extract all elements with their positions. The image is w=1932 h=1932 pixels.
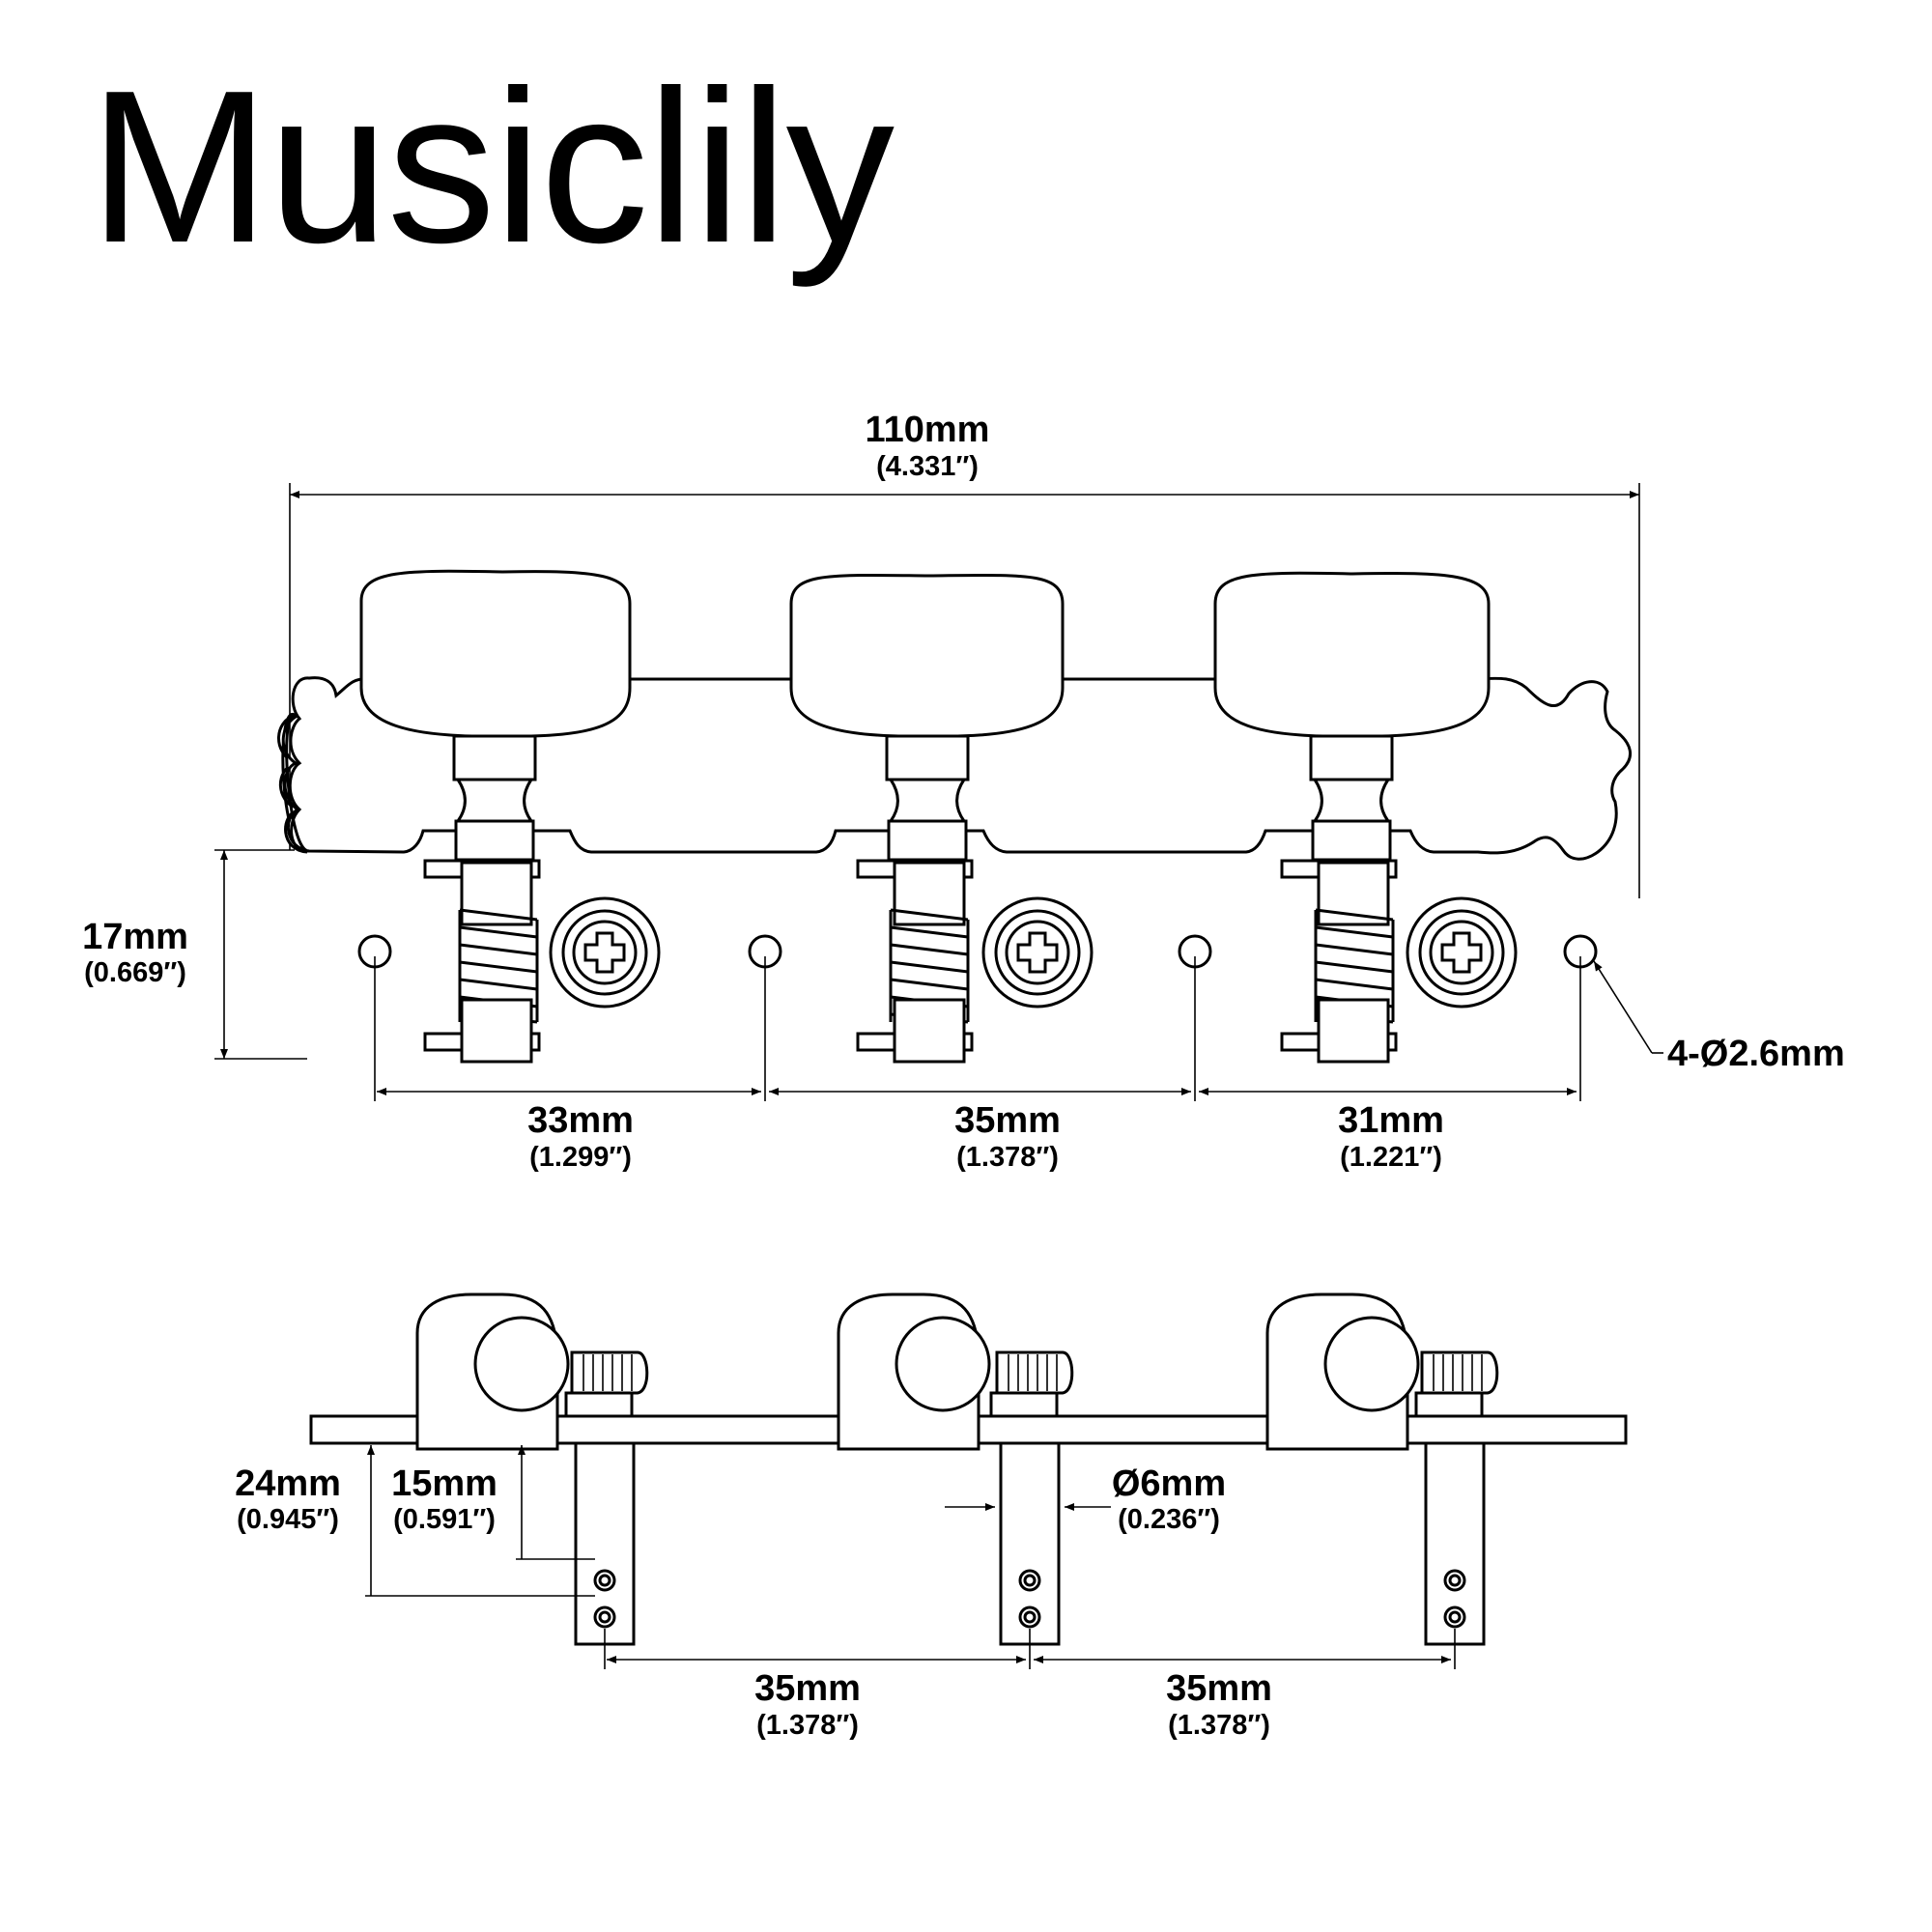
hole-spacing-2-inch: (1.378″) [956,1142,1059,1173]
overall-length-mm: 110mm [866,410,990,450]
worm-thread [570,1350,649,1395]
tuner-button [789,573,1065,738]
roller-spacing-1-mm: 35mm [754,1668,861,1709]
hole-spacing-1-mm: 33mm [527,1100,634,1141]
mounting-hole-callout: 4-Ø2.6mm [1593,960,1845,1074]
hole-depth-mm: 15mm [391,1463,497,1504]
worm-thread [1420,1350,1499,1395]
roller-spacing-1-inch: (1.378″) [756,1710,859,1741]
roller-diameter-mm: Ø6mm [1112,1463,1226,1504]
tuner-top-1 [359,569,661,1064]
overall-length-inch: (4.331″) [876,451,979,482]
string-roller [1424,1441,1486,1646]
tuner-button [1213,571,1491,738]
roller-length-dimension: 24mm (0.945″) [235,1445,595,1597]
worm-thread [995,1350,1074,1395]
tuner-shaft [1309,734,1394,781]
hole-spacing-2-mm: 35mm [954,1100,1061,1141]
worm-gear [895,1316,991,1412]
roller-spacing-2-inch: (1.378″) [1168,1710,1270,1741]
brand-logo: Musiclily [89,44,895,288]
string-roller [574,1441,636,1646]
worm-gear [1323,1316,1420,1412]
tuner-shaft [885,734,970,781]
top-view: 110mm (4.331″) [82,410,1845,1173]
tuner-side-1 [415,1293,649,1646]
tuner-side-2 [837,1293,1074,1646]
tuner-top-2 [789,573,1094,1064]
tuner-button [359,569,632,738]
screw-head-icon [1440,931,1483,974]
plate-height-dimension: 17mm (0.669″) [82,849,307,1060]
screw-head-icon [1016,931,1059,974]
string-roller [999,1441,1061,1646]
roller-diameter-dimension: Ø6mm (0.236″) [945,1463,1226,1535]
hole-depth-inch: (0.591″) [393,1504,496,1535]
roller-spacing-2-mm: 35mm [1166,1668,1272,1709]
hole-spacing-3-inch: (1.221″) [1340,1142,1442,1173]
roller-spacing-dimensions: 35mm (1.378″) 35mm (1.378″) [604,1629,1456,1741]
hole-spacing-1-inch: (1.299″) [529,1142,632,1173]
tuner-shaft [452,734,537,781]
hole-spacing-dimensions: 33mm (1.299″) 35mm (1.378″) 31mm (1.221″… [374,956,1581,1173]
plate-height-inch: (0.669″) [84,957,186,988]
side-view: 24mm (0.945″) 15mm (0.591″) Ø6mm (0.236″… [235,1293,1628,1741]
hole-spacing-3-mm: 31mm [1338,1100,1444,1141]
tuner-top-3 [1213,571,1518,1064]
screw-head-icon [583,931,626,974]
plate-height-mm: 17mm [82,917,188,957]
hole-depth-dimension: 15mm (0.591″) [391,1445,595,1560]
worm-gear [473,1316,570,1412]
mounting-holes-label: 4-Ø2.6mm [1667,1034,1845,1074]
roller-length-mm: 24mm [235,1463,341,1504]
tuner-side-3 [1265,1293,1499,1646]
roller-diameter-inch: (0.236″) [1118,1504,1220,1535]
overall-length-dimension: 110mm (4.331″) [289,410,1640,898]
roller-length-inch: (0.945″) [237,1504,339,1535]
